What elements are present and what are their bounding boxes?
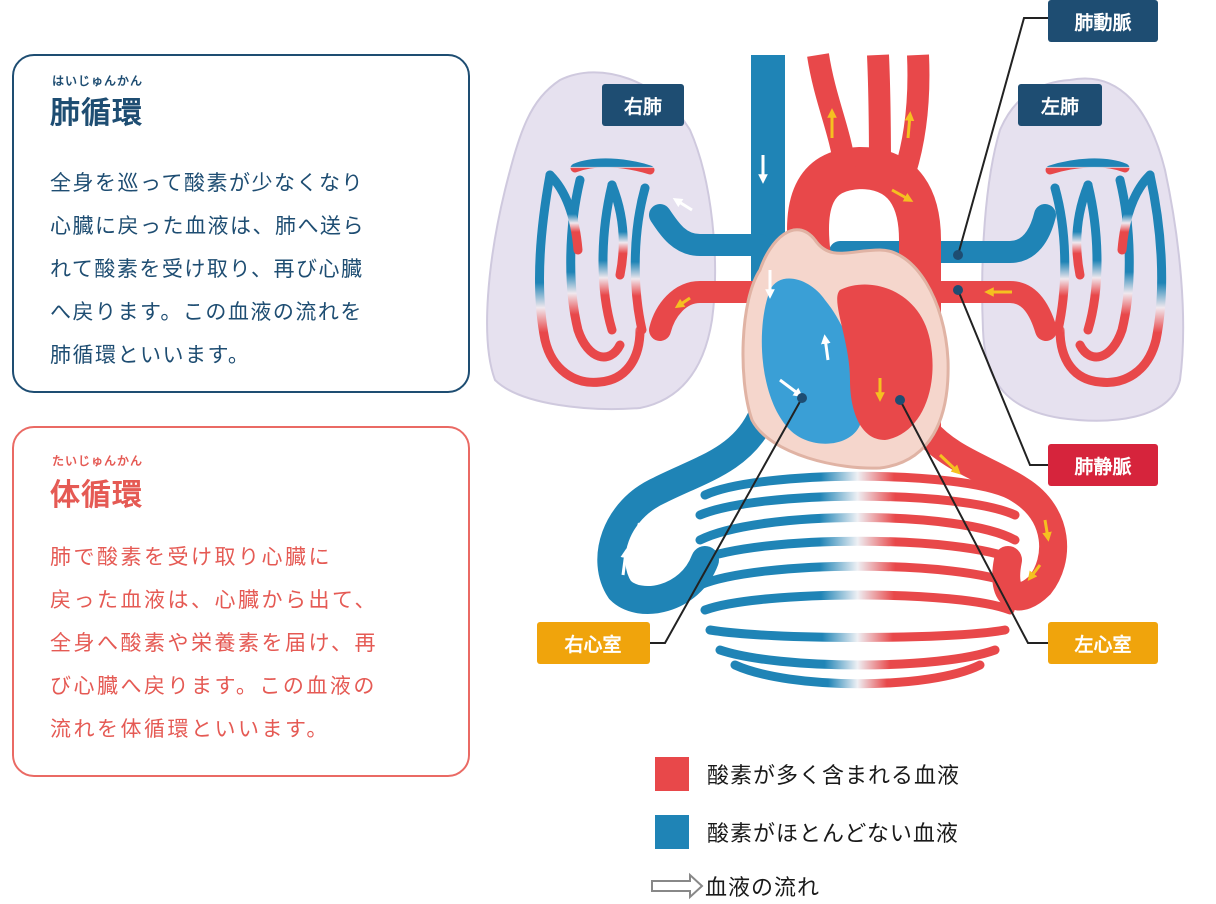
callout-dots [797, 250, 963, 405]
pulmonary-artery-right-branch [649, 204, 771, 256]
text-line: 心臓に戻った血液は、肺へ送ら [50, 214, 365, 238]
pulmonary-artery-left-branch [829, 204, 1056, 263]
pulmonary-circulation-text: 全身を巡って酸素が少なくなり 心臓に戻った血液は、肺へ送ら れて酸素を受け取り、… [50, 162, 450, 377]
text-line: へ戻ります。この血液の流れを [50, 300, 363, 324]
left-lung-label-bg [1018, 84, 1102, 126]
body-capillaries [695, 471, 1020, 689]
text-line: 肺で酸素を受け取り心臓に [50, 545, 332, 569]
right-ventricle-label: 右心室 [537, 622, 650, 664]
systemic-circulation-title: 体循環 [50, 478, 143, 513]
aorta-branch-3 [894, 54, 930, 176]
pulmonary-circulation-ruby: はいじゅんかん [52, 74, 144, 88]
left-heart-chamber [837, 284, 933, 440]
pulmonary-circulation-panel: はいじゅんかん 肺循環 全身を巡って酸素が少なくなり 心臓に戻った血液は、肺へ送… [12, 54, 470, 393]
left-lung-label-text: 左肺 [1041, 95, 1079, 118]
legend-oxygen-poor-label: 酸素がほとんどない血液 [707, 822, 959, 847]
pulmonary-vein-label: 肺静脈 [1048, 444, 1158, 486]
text-line: れて酸素を受け取り、再び心臓 [50, 257, 364, 281]
left-ventricle-label: 左心室 [1048, 622, 1158, 664]
left-lung-vessels [1045, 158, 1167, 387]
right-lung-label: 右肺 [602, 84, 684, 126]
text-line: 戻った血液は、心臓から出て、 [50, 588, 378, 612]
pulmonary-artery-label-text: 肺動脈 [1074, 11, 1131, 34]
pulmonary-artery-label: 肺動脈 [1048, 0, 1158, 42]
systemic-circulation-panel: たいじゅんかん 体循環 肺で酸素を受け取り心臓に 戻った血液は、心臓から出て、 … [12, 426, 470, 777]
right-ventricle-label-text: 右心室 [563, 633, 621, 656]
pulmonary-circulation-title: 肺循環 [50, 96, 143, 131]
legend-oxygen-rich: 酸素が多く含まれる血液 [655, 757, 960, 791]
right-lung-vessels [535, 158, 655, 387]
red-swatch [655, 757, 689, 791]
text-line: び心臓へ戻ります。この血液の [50, 674, 377, 698]
yellow-flow-arrows [674, 108, 1052, 582]
pulmonary-artery-label-bg [1048, 0, 1158, 42]
aorta-branch-1 [807, 53, 856, 170]
legend-oxygen-rich-label: 酸素が多く含まれる血液 [707, 764, 961, 789]
text-line: 肺循環といいます。 [50, 343, 251, 367]
vena-cava-lower-loop [597, 406, 774, 614]
left-lung-label: 左肺 [1018, 84, 1102, 126]
left-ventricle-label-text: 左心室 [1074, 633, 1131, 656]
systemic-circulation-text: 肺で酸素を受け取り心臓に 戻った血液は、心臓から出て、 全身へ酸素や栄養素を届け… [50, 536, 450, 751]
right-ventricle-label-bg [537, 622, 650, 664]
aorta-arch [787, 146, 941, 440]
callout-lines [650, 17, 1048, 644]
flow-arrow-icon [651, 872, 704, 900]
circulation-diagram: 肺動脈 右肺 左肺 肺静脈 右心室 左心室 [486, 0, 1185, 900]
legend-oxygen-poor: 酸素がほとんどない血液 [655, 815, 959, 849]
right-heart-chamber [761, 278, 863, 444]
text-line: 流れを体循環といいます。 [50, 717, 330, 741]
aorta-branch-2 [867, 54, 891, 171]
systemic-circulation-ruby: たいじゅんかん [52, 454, 144, 468]
text-line: 全身を巡って酸素が少なくなり [50, 171, 364, 195]
right-lung-label-bg [602, 84, 684, 126]
pulmonary-vein-label-text: 肺静脈 [1074, 455, 1131, 478]
text-line: 全身へ酸素や栄養素を届け、再 [50, 631, 378, 655]
right-lung-label-text: 右肺 [623, 95, 662, 118]
left-lung [981, 77, 1185, 422]
legend-flow-label: 血液の流れ [705, 876, 821, 901]
legend-flow: 血液の流れ [705, 869, 820, 903]
white-flow-arrows [620, 155, 831, 576]
pulmonary-vein-label-bg [1048, 444, 1158, 486]
blue-swatch [655, 815, 689, 849]
left-ventricle-label-bg [1048, 622, 1158, 664]
